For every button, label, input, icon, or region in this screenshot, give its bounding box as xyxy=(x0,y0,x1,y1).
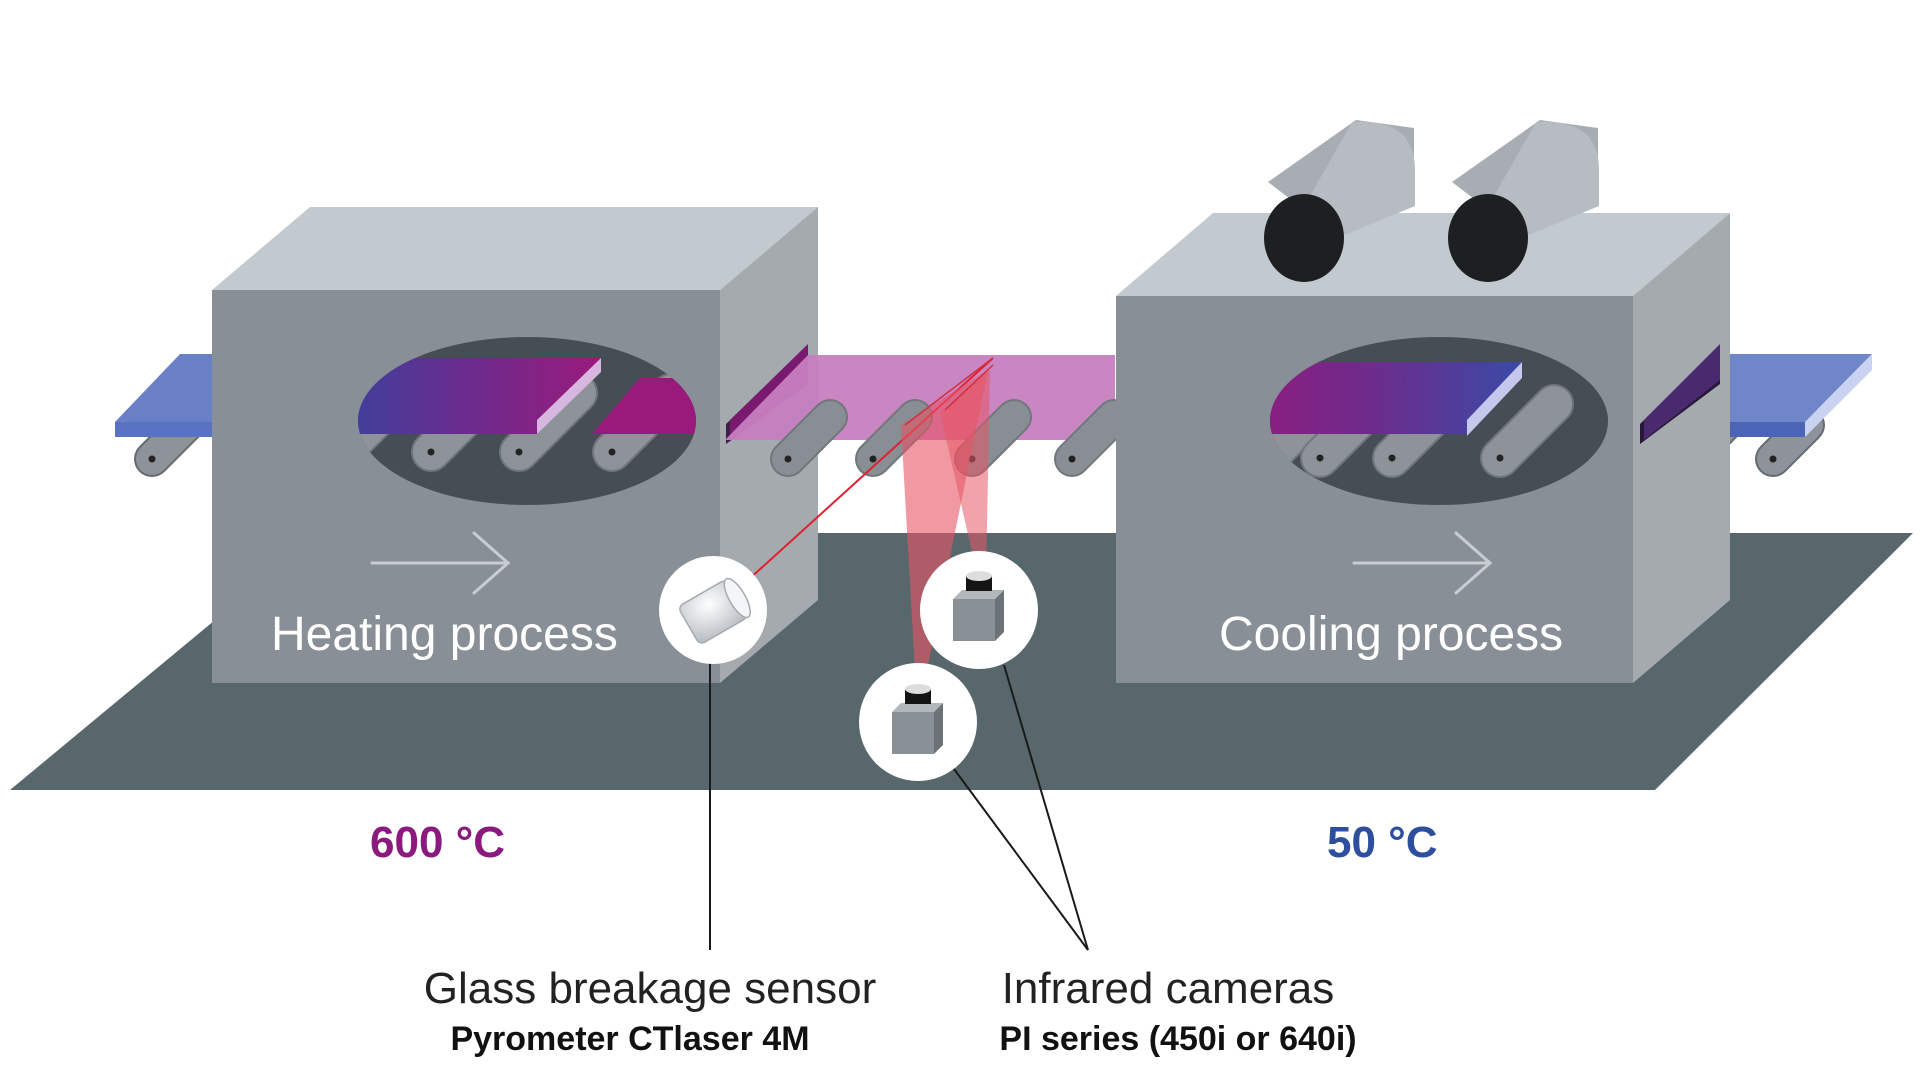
fan-duct-opening xyxy=(1448,194,1528,282)
conveyor-roller xyxy=(1054,399,1132,477)
infrared-camera-icon xyxy=(892,684,943,754)
pyrometer-model-label: Pyrometer CTlaser 4M xyxy=(450,1020,810,1058)
cold-glass-sheet xyxy=(115,422,212,437)
cooling-temperature: 50 °C xyxy=(1327,818,1438,867)
furnace-top xyxy=(1116,213,1730,296)
infrared-cameras-label: Infrared cameras xyxy=(1001,964,1335,1013)
pyrometer-marker xyxy=(659,556,767,664)
cooling-fan-ducts xyxy=(1264,120,1599,282)
furnace-top xyxy=(212,207,818,290)
cooling-furnace xyxy=(1116,120,1730,683)
pyrometer-icon xyxy=(679,577,751,644)
conveyor-roller xyxy=(770,399,848,477)
heating-furnace xyxy=(212,207,818,683)
leader-lines xyxy=(709,652,1089,951)
infrared-camera-marker-lower xyxy=(859,663,977,781)
cooling-process-label: Cooling process xyxy=(1219,608,1564,661)
furnace-side xyxy=(720,207,818,683)
flow-arrow-cooling xyxy=(1352,531,1493,595)
left-input-conveyor xyxy=(115,354,212,477)
fan-duct-opening xyxy=(1264,194,1344,282)
camera-beam-upper xyxy=(940,370,990,578)
infrared-camera-icon xyxy=(953,571,1004,641)
flow-arrow-heating xyxy=(370,531,511,595)
heating-temperature: 600 °C xyxy=(370,818,506,867)
furnace-side xyxy=(1633,213,1730,683)
heating-process-label: Heating process xyxy=(271,608,618,661)
middle-conveyor xyxy=(725,355,1132,477)
glass-breakage-sensor-label: Glass breakage sensor xyxy=(423,964,877,1013)
infrared-camera-model-label: PI series (450i or 640i) xyxy=(999,1020,1357,1058)
infrared-camera-marker-upper xyxy=(920,551,1038,669)
